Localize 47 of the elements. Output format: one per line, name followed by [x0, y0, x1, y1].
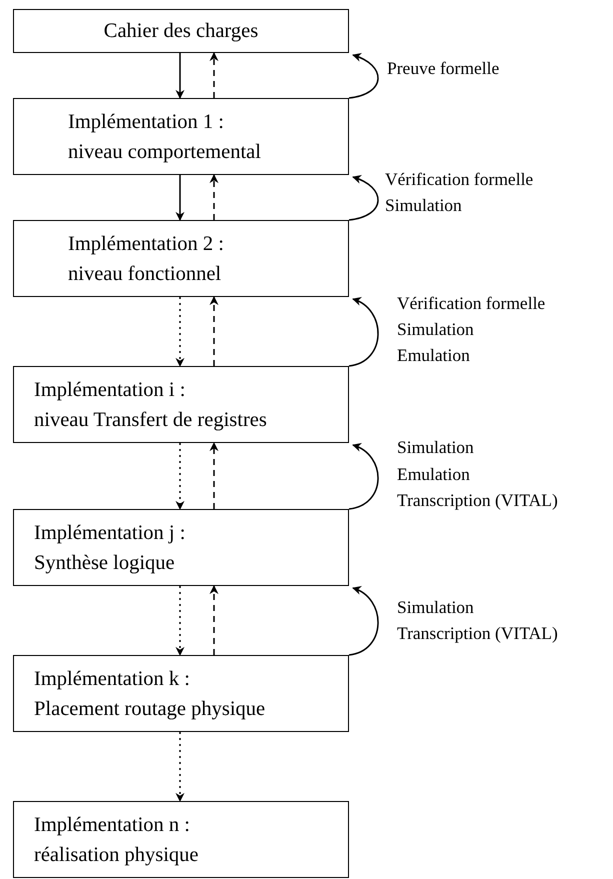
box-label: Implémentation i :: [34, 378, 186, 402]
process-box: [13, 509, 349, 586]
box-label: Placement routage physique: [34, 696, 266, 722]
method-label: Emulation: [397, 463, 470, 485]
box-label: niveau fonctionnel: [68, 262, 222, 286]
method-label: Simulation: [385, 194, 462, 216]
method-label: Vérification formelle: [385, 168, 534, 190]
arrow: [210, 296, 218, 366]
method-label: Transcription (VITAL): [397, 622, 558, 644]
feedback-arrow: [348, 587, 379, 656]
box-label: réalisation physique: [34, 842, 199, 868]
box-label: Implémentation k :: [34, 666, 190, 692]
feedback-arrow: [348, 298, 379, 367]
arrow: [176, 732, 184, 802]
method-label: Simulation: [397, 596, 474, 618]
method-label: Simulation: [397, 318, 474, 340]
method-label: Emulation: [397, 344, 470, 366]
process-box: [13, 366, 349, 443]
box-label: Implémentation j :: [34, 520, 186, 546]
arrow: [210, 585, 218, 655]
arrow: [210, 52, 218, 98]
box-label: niveau comportemental: [68, 140, 261, 164]
feedback-arrow: [348, 176, 379, 221]
arrow: [210, 442, 218, 509]
arrow: [176, 443, 184, 510]
process-box: [13, 801, 349, 878]
feedback-arrow: [348, 444, 379, 510]
arrow: [176, 53, 184, 99]
feedback-arrow: [348, 54, 379, 99]
method-label: Transcription (VITAL): [397, 489, 558, 511]
box-label: Implémentation 2 :: [68, 232, 224, 256]
box-label: Implémentation n :: [34, 812, 190, 838]
arrow: [176, 297, 184, 367]
box-label: niveau Transfert de registres: [34, 408, 267, 432]
process-box: [13, 220, 349, 297]
box-label: Implémentation 1 :: [68, 110, 224, 134]
box-label: Cahier des charges: [104, 19, 258, 44]
method-label: Preuve formelle: [387, 57, 500, 79]
box-label: Synthèse logique: [34, 550, 175, 576]
process-box: [13, 9, 349, 53]
arrow: [176, 586, 184, 656]
arrow: [210, 174, 218, 220]
arrow: [176, 175, 184, 221]
process-box: [13, 98, 349, 175]
method-label: Vérification formelle: [397, 292, 546, 314]
process-box: [13, 655, 349, 732]
method-label: Simulation: [397, 436, 474, 458]
